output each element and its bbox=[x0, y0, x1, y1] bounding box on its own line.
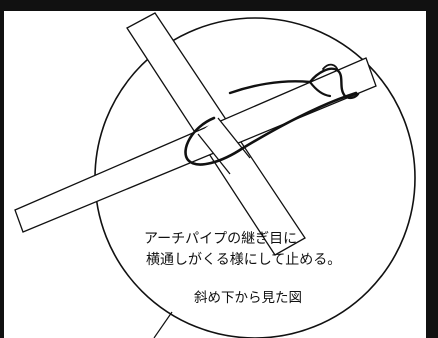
pointer-line bbox=[153, 311, 173, 338]
arch-pipe bbox=[14, 57, 377, 233]
top-border-bar bbox=[0, 0, 438, 11]
view-label: 斜め下から見た図 bbox=[194, 290, 302, 306]
caption-line-1: アーチパイプの継ぎ目に bbox=[144, 231, 297, 247]
cross-pipe-visible-part bbox=[197, 117, 251, 175]
right-border-bar bbox=[426, 0, 438, 338]
binding-wire bbox=[184, 63, 360, 166]
caption-line-2: 横通しがくる様にして止める。 bbox=[146, 252, 341, 268]
left-border-bar bbox=[0, 0, 4, 338]
